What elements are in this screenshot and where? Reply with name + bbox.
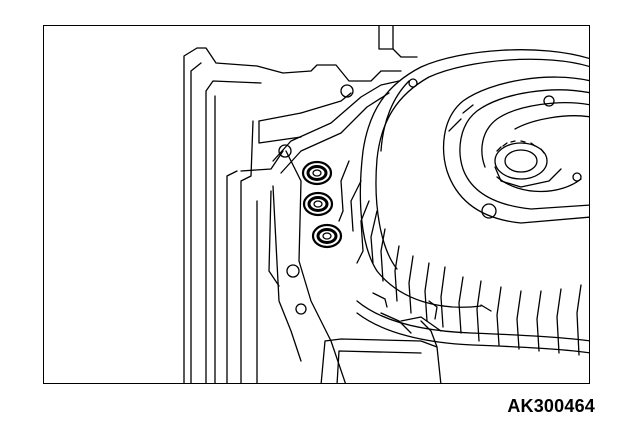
gasket-flange (268, 78, 418, 315)
splined-hub (494, 140, 582, 193)
bolt-hole (340, 84, 354, 98)
figure-id-label: AK300464 (504, 395, 598, 418)
illustration-frame (43, 25, 590, 384)
drum-hole (572, 172, 582, 182)
clutch-plates (338, 160, 589, 356)
drum-hole (543, 95, 555, 107)
bolt-hole (286, 264, 300, 278)
clutch-drum (359, 49, 589, 308)
o-ring-seals (301, 160, 343, 249)
bolt-hole (295, 303, 307, 315)
bolt-hole (278, 144, 292, 158)
o-ring-upper (301, 160, 333, 186)
o-ring-lower (311, 223, 343, 249)
case-housing-left (183, 47, 402, 383)
drum-hole (481, 203, 497, 219)
lower-housing (320, 312, 442, 383)
o-ring-middle (302, 191, 334, 217)
transmission-illustration (183, 26, 589, 383)
shaft-top (378, 26, 418, 58)
